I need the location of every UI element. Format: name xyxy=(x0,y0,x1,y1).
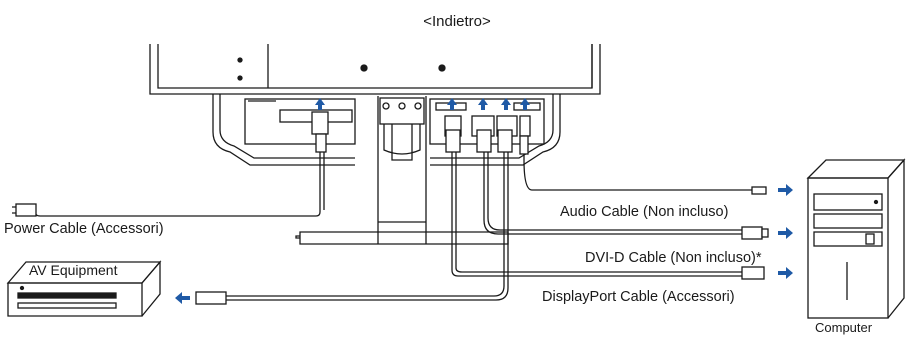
computer-tower-icon xyxy=(806,158,906,319)
port-arrows xyxy=(315,98,530,110)
dvi-plug-icon xyxy=(741,226,763,240)
displayport-plug-av-icon xyxy=(195,291,227,305)
displayport-cable-label: DisplayPort Cable (Accessori) xyxy=(542,289,735,305)
power-cable-label: Power Cable (Accessori) xyxy=(4,221,164,237)
power-plug-icon xyxy=(12,203,37,217)
arrow-icon xyxy=(175,184,793,304)
dvi-cable-label: DVI-D Cable (Non incluso)* xyxy=(585,250,762,266)
displayport-plug-icon xyxy=(741,266,765,280)
monitor-back-icon xyxy=(149,44,601,245)
audio-plug-icon xyxy=(751,186,767,195)
computer-label: Computer xyxy=(815,320,873,335)
av-equipment-label: AV Equipment xyxy=(29,262,118,278)
av-equipment-icon xyxy=(6,260,162,317)
page-title: <Indietro> xyxy=(423,13,491,30)
audio-cable-label: Audio Cable (Non incluso) xyxy=(560,204,729,220)
